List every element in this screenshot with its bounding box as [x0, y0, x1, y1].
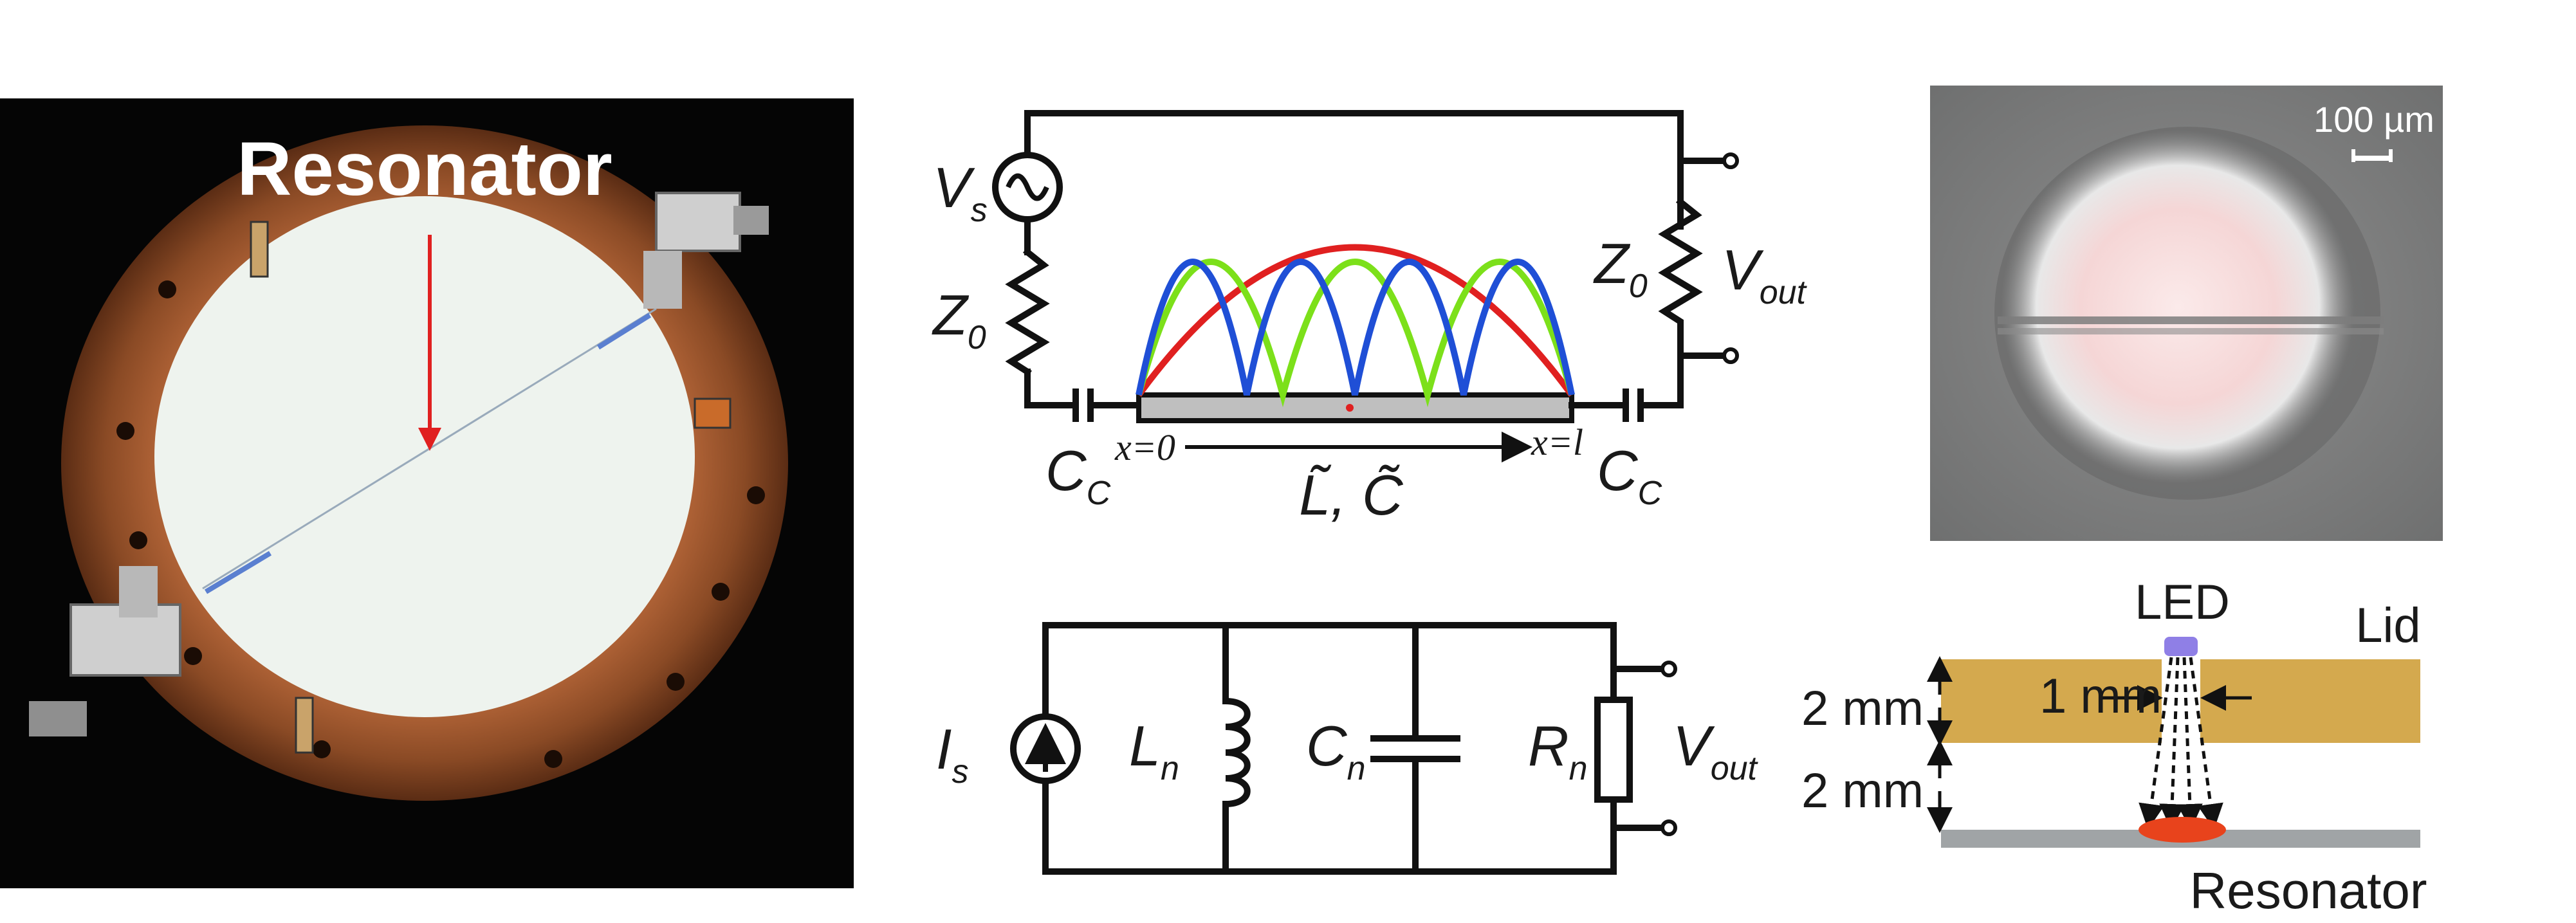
z0-right-label: Z0 — [1593, 232, 1648, 305]
z0-left-label: Z0 — [932, 283, 986, 356]
lumped-vout-label: Vout — [1673, 714, 1759, 787]
led-label: LED — [2135, 575, 2230, 630]
clamp-right — [694, 398, 731, 429]
resonator-label: Resonator — [2189, 862, 2427, 919]
cc-left-label: CC — [1045, 439, 1111, 512]
z0-right-resistor — [1658, 197, 1703, 360]
is-label: Is — [936, 717, 968, 790]
sma-connector-top — [643, 192, 769, 309]
sapphire-disk — [154, 196, 695, 717]
lc-label: L̃, C̃ — [1299, 463, 1404, 527]
transmission-line-circuit: Vs Z0 CC x=0 x=l L̃, C̃ CC Z0 Vout — [932, 110, 1808, 527]
vout-terminal-top — [1722, 152, 1739, 169]
clamp-bottom — [295, 697, 314, 754]
resonator-stripe — [1998, 316, 2384, 324]
clamp-top-left — [250, 221, 269, 278]
resistor-rn — [1594, 697, 1633, 803]
mode-3 — [1136, 259, 1575, 396]
photo-label: Resonator — [237, 127, 612, 212]
cc-right-label: CC — [1597, 439, 1662, 512]
lid-thickness-label: 2 mm — [1801, 681, 1924, 736]
light-rays — [2139, 657, 2223, 830]
lid-hole — [2162, 659, 2200, 743]
lid-label: Lid — [2355, 598, 2420, 653]
vs-label: Vs — [933, 156, 988, 229]
resonator-photo: Resonator — [0, 98, 854, 888]
inductor-ln — [1222, 697, 1251, 808]
hole-width-label: 1 mm — [2039, 669, 2162, 724]
ln-label: Ln — [1129, 714, 1179, 787]
ring-holes — [116, 223, 765, 768]
x-end-label: x=l — [1531, 421, 1583, 463]
lumped-vout-terminal-top — [1661, 661, 1677, 677]
illuminated-spot — [2001, 130, 2355, 484]
gap-thickness-label: 2 mm — [1801, 763, 1924, 818]
sma-connector-bottom — [29, 566, 181, 736]
transmission-line — [1136, 392, 1574, 423]
mode-2 — [1136, 259, 1575, 408]
illumination-spot — [2139, 817, 2226, 843]
scale-label: 100 µm — [2314, 99, 2434, 140]
lumped-circuit: Is Ln Cn Rn Vout — [936, 622, 1759, 875]
rn-label: Rn — [1528, 714, 1587, 787]
micrograph: 100 µm — [1930, 86, 2443, 541]
mode-1 — [1136, 244, 1575, 397]
cn-label: Cn — [1306, 714, 1365, 787]
x-start-label: x=0 — [1114, 426, 1175, 468]
vout-terminal-bottom — [1722, 347, 1739, 364]
cross-section: LED Lid 1 mm 2 mm 2 mm Resonator — [1801, 575, 2427, 919]
vout-label-top: Vout — [1722, 238, 1808, 311]
z0-left-resistor — [1005, 247, 1050, 376]
lumped-vout-terminal-bottom — [1661, 819, 1677, 836]
led — [2164, 637, 2198, 656]
